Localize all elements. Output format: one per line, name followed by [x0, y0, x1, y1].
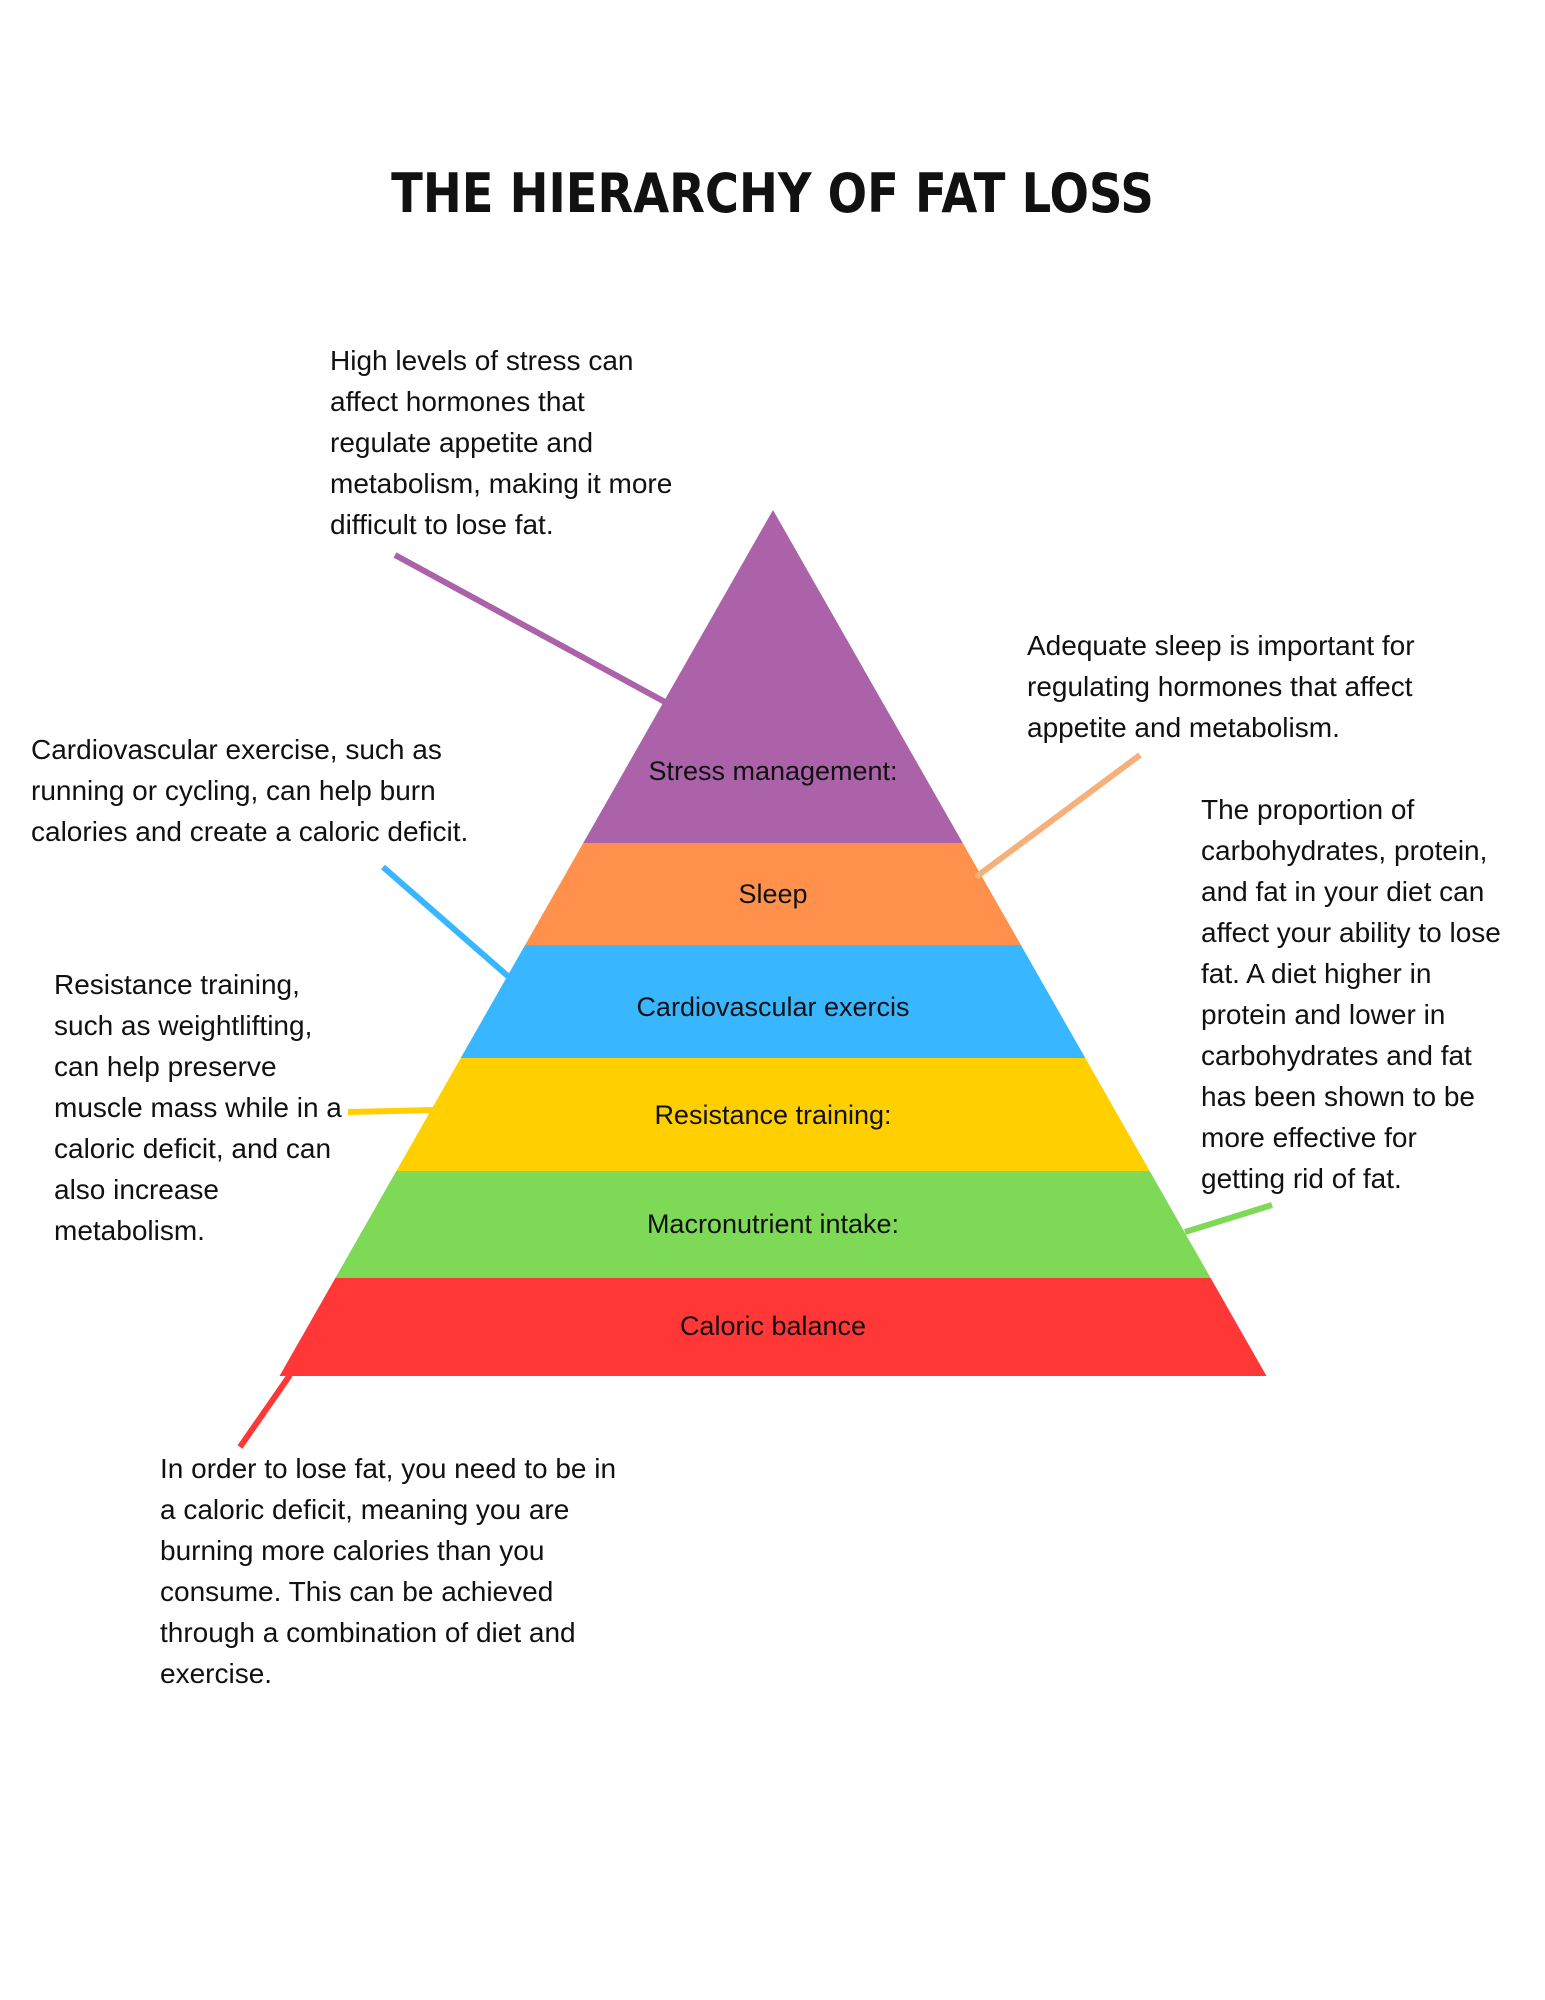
note-stress: High levels of stress can affect hormone…	[330, 345, 673, 540]
note-sleep: Adequate sleep is important for regulati…	[1027, 630, 1415, 743]
layer-sleep	[525, 843, 1021, 945]
note-resistance: Resistance training, such as weightlifti…	[54, 969, 342, 1246]
label-resistance-training: Resistance training:	[654, 1100, 891, 1130]
note-macronutrient: The proportion of carbohydrates, protein…	[1201, 794, 1501, 1194]
connector-caloric	[237, 1373, 293, 1449]
connector-macronutrient	[1184, 1202, 1273, 1235]
note-cardio: Cardiovascular exercise, such as running…	[31, 734, 469, 847]
note-caloric: In order to lose fat, you need to be in …	[160, 1453, 617, 1689]
layer-macronutrient-intake	[335, 1171, 1211, 1278]
connector-sleep	[974, 752, 1142, 880]
label-cardiovascular-exercise: Cardiovascular exercis	[636, 992, 909, 1022]
label-caloric-balance: Caloric balance	[680, 1311, 866, 1341]
connector-resistance	[347, 1107, 435, 1115]
layer-stress-management	[583, 510, 963, 843]
label-macronutrient-intake: Macronutrient intake:	[647, 1209, 899, 1239]
layer-resistance-training	[396, 1058, 1150, 1171]
layer-cardiovascular-exercise	[460, 945, 1086, 1058]
label-sleep: Sleep	[738, 879, 807, 909]
connector-lines	[237, 552, 1273, 1449]
connector-cardio	[381, 864, 520, 988]
label-stress-management: Stress management:	[648, 756, 897, 786]
page-title: THE HIERARCHY OF FAT LOSS	[391, 162, 1154, 225]
connector-stress	[393, 552, 667, 705]
layer-caloric-balance	[279, 1278, 1267, 1376]
